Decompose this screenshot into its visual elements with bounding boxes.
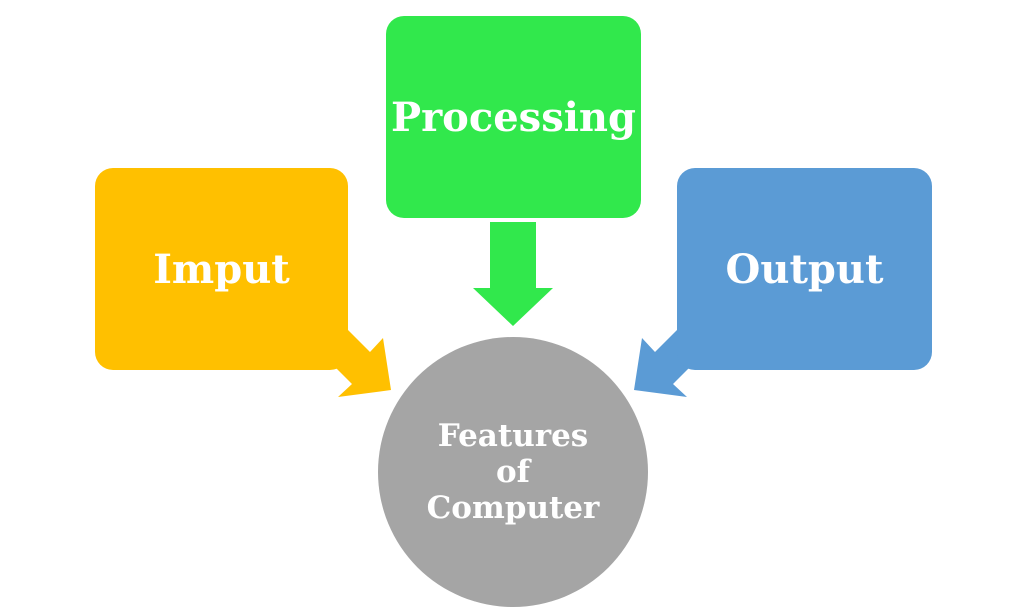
- center-label-line-2: of: [495, 454, 530, 490]
- center-label-line-1: Features: [437, 418, 589, 454]
- features-of-computer-node: Features of Computer: [378, 337, 648, 607]
- arrow-processing-to-center: [473, 222, 553, 326]
- processing-node-label: Processing: [391, 93, 636, 141]
- input-node-label: Imput: [153, 245, 290, 293]
- input-node: Imput: [95, 168, 348, 370]
- center-label-line-3: Computer: [426, 490, 600, 526]
- output-node-label: Output: [725, 245, 884, 293]
- output-node: Output: [677, 168, 932, 370]
- processing-node: Processing: [386, 16, 641, 218]
